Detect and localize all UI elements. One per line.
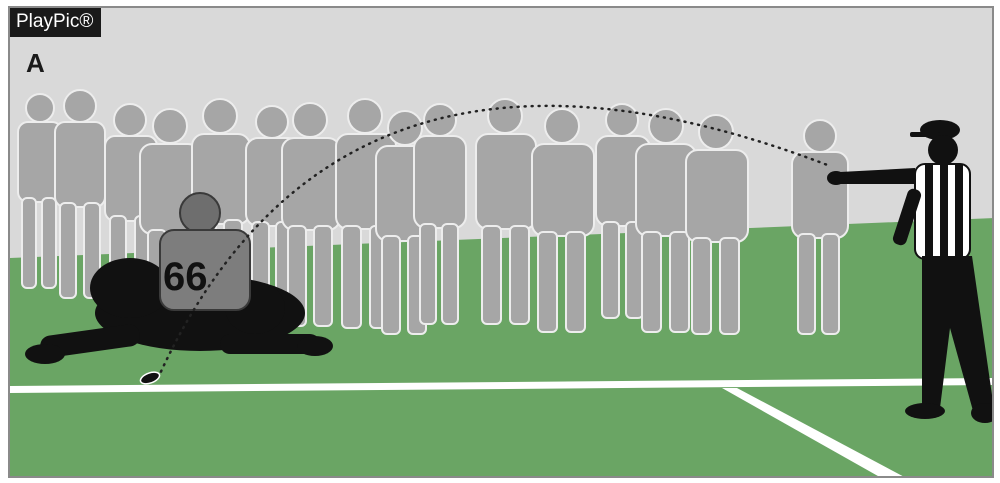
football-scene: 66 xyxy=(10,8,994,478)
player-66-helmet xyxy=(180,193,220,233)
referee-hand xyxy=(827,171,845,185)
referee-stripe xyxy=(925,164,933,259)
referee-cap-brim xyxy=(910,132,940,137)
referee-shoe xyxy=(905,403,945,419)
pile-foot xyxy=(25,344,65,364)
pile-foot xyxy=(297,336,333,356)
panel-letter: A xyxy=(26,48,45,79)
jersey-number: 66 xyxy=(163,255,208,299)
illustration-frame: 66 PlayPic® A xyxy=(8,6,994,478)
brand-badge: PlayPic® xyxy=(10,8,101,37)
referee-stripe xyxy=(955,164,963,259)
pile-body xyxy=(90,258,170,318)
referee-head xyxy=(928,135,958,165)
referee-stripe xyxy=(940,164,948,259)
